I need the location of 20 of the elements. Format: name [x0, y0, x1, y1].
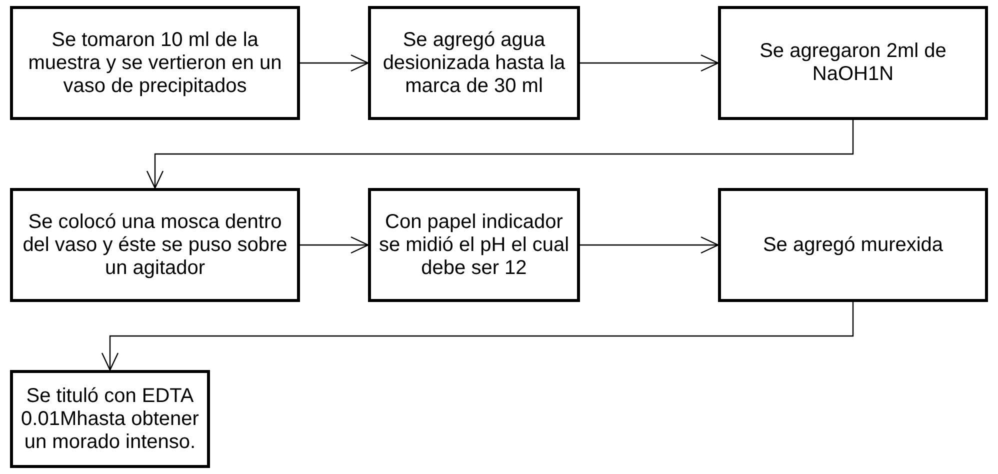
arrow: [300, 236, 369, 254]
step-text: Se agregó murexida: [762, 234, 944, 256]
step-text: Se colocó una mosca dentro del vaso y éste se puso sobre un agitador: [22, 210, 288, 280]
step-text: Se agregó agua desionizada hasta la marca de 30 ml: [382, 28, 566, 98]
arrow: [101, 302, 854, 371]
process-box: [10, 188, 300, 302]
process-box: [10, 6, 300, 120]
process-box: [368, 6, 580, 120]
process-box: [10, 370, 210, 468]
step-text: Se tituló con EDTA 0.01Mhasta obtener un morado intenso.: [20, 384, 200, 454]
process-box: [718, 188, 988, 302]
arrow: [580, 236, 719, 254]
arrow: [146, 120, 854, 189]
arrow: [300, 54, 369, 72]
process-box: [368, 188, 580, 302]
step-text: Se tomaron 10 ml de la muestra y se vertieron en un vaso de precipitados: [27, 28, 283, 98]
step-text: Con papel indicador se midió el pH el cual debe ser 12: [378, 210, 570, 280]
arrow: [580, 54, 719, 72]
process-box: [718, 6, 988, 120]
step-text: Se agregaron 2ml de NaOH1N: [758, 40, 948, 86]
